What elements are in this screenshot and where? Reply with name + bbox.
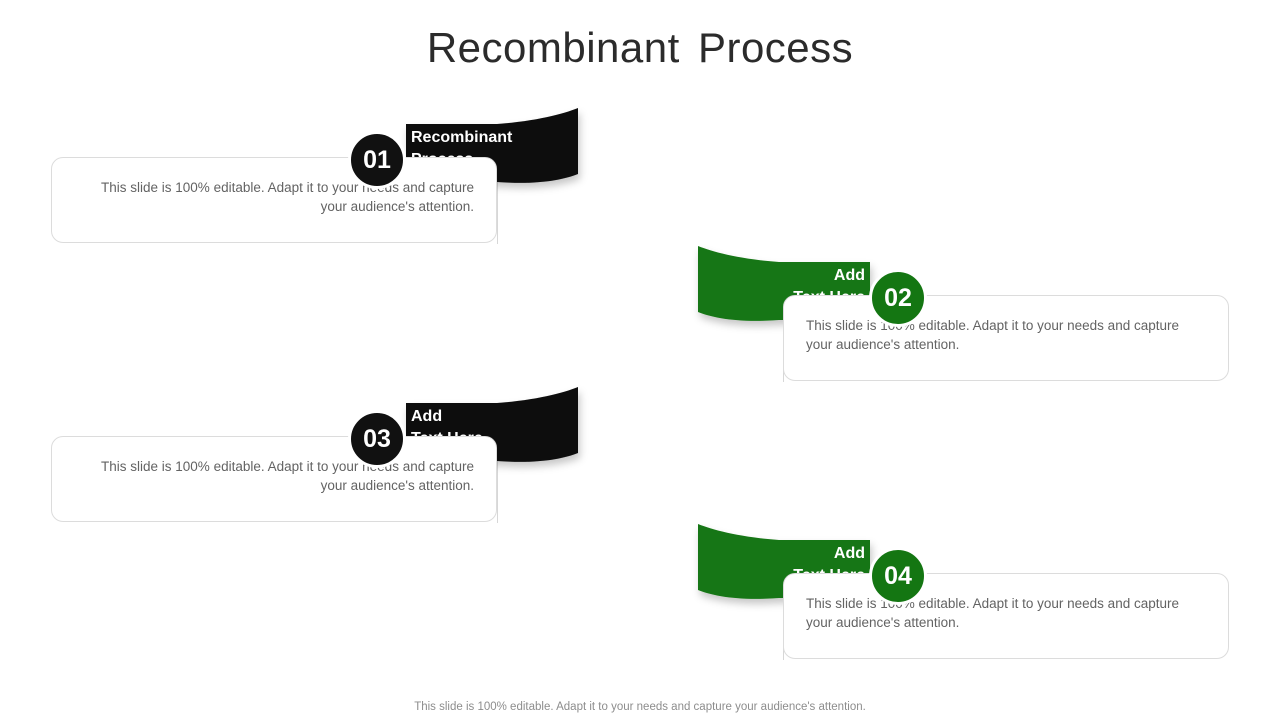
step-description-box-04: This slide is 100% editable. Adapt it to… (783, 573, 1229, 659)
step-number-badge-01[interactable]: 01 (348, 131, 406, 189)
page-title: Recombinant Process (426, 24, 854, 71)
connector-line-01-vertical (497, 182, 498, 244)
slide-footer-note: This slide is 100% editable. Adapt it to… (414, 701, 866, 713)
step-number-badge-03[interactable]: 03 (348, 410, 406, 468)
step-description-box-02: This slide is 100% editable. Adapt it to… (783, 295, 1229, 381)
step-number-badge-02[interactable]: 02 (869, 269, 927, 327)
connector-line-03-vertical (497, 461, 498, 523)
step-description-box-03: This slide is 100% editable. Adapt it to… (51, 436, 497, 522)
step-description-box-01: This slide is 100% editable. Adapt it to… (51, 157, 497, 243)
step-number-badge-04[interactable]: 04 (869, 547, 927, 605)
